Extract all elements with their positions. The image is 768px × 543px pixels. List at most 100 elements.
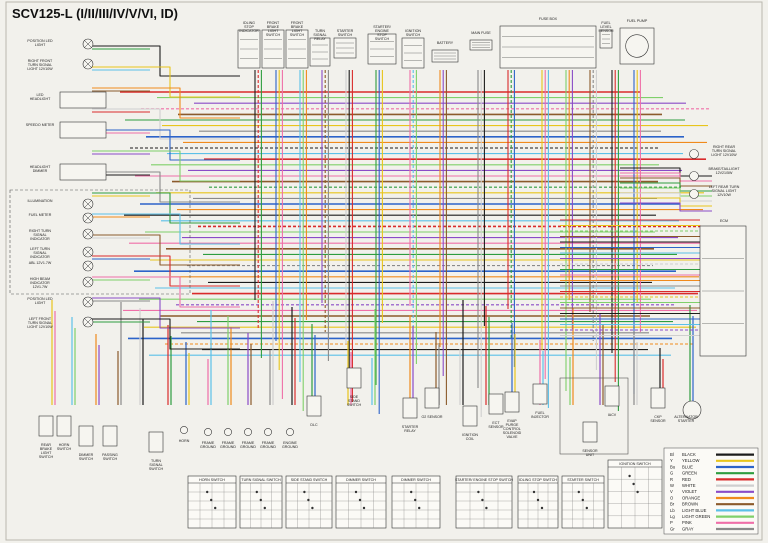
idling-stop-indicator-box (237, 29, 261, 69)
speedometer-symbol (59, 121, 107, 139)
rear-lamp-wire (620, 192, 712, 202)
fuel-pump-label: FUEL PUMP (627, 19, 648, 23)
switch-table (517, 475, 559, 529)
switch-table (561, 475, 605, 529)
legend-code: O (670, 495, 674, 500)
legend-code: Gr (670, 526, 675, 531)
starter-relay-symbol (402, 397, 418, 419)
led-headlight-symbol (59, 91, 107, 109)
legend-code: V (670, 489, 673, 494)
rear-brake-light-switch-box (285, 29, 309, 69)
switch-table-title: IDLING STOP SWITCH (519, 478, 557, 482)
frame-ground-2-symbol (224, 428, 232, 436)
sensor-unit-symbol (582, 421, 598, 443)
dlc-symbol (306, 395, 322, 417)
switch-table (187, 475, 237, 529)
harness-wire (92, 66, 240, 98)
harness-wire (92, 108, 240, 140)
harness-wire (92, 87, 240, 119)
legend-code: Y (670, 458, 673, 463)
harness-wire (92, 318, 240, 350)
o2-sensor-symbol (424, 387, 440, 409)
fuse-box-label: FUSE BOX (539, 17, 558, 21)
ckp-sensor-symbol (650, 387, 666, 409)
switch-table (239, 475, 283, 529)
main-fuse-label: MAIN FUSE (471, 31, 491, 35)
switch-table (285, 475, 333, 529)
rear-lamp-wire (620, 202, 712, 212)
alternator-symbol (682, 400, 702, 420)
legend-code: Bu (670, 464, 676, 469)
high-beam-indicator-symbol (82, 276, 94, 288)
legend-code: R (670, 477, 673, 482)
legend-name: GREEN (682, 471, 697, 476)
legend-code: Lb (670, 508, 675, 513)
horn-switch-symbol (56, 415, 72, 437)
engine-ground-symbol (286, 428, 294, 436)
speedometer-label: SPEEDO METER (26, 123, 55, 127)
harness-wire (92, 192, 240, 224)
legend-name: LIGHT GREEN (682, 514, 710, 519)
legend-name: VIOLET (682, 489, 697, 494)
iacv-symbol (604, 385, 620, 407)
legend-name: YELLOW (682, 458, 700, 463)
dimmer-switch-symbol (78, 425, 94, 447)
legend-name: BLACK (682, 452, 696, 457)
legend-code: P (670, 520, 673, 525)
switch-table (455, 475, 513, 529)
headlight-dimmer-symbol (59, 163, 107, 181)
turn-signal-relay-box (309, 37, 331, 67)
legend-code: W (670, 483, 674, 488)
legend-name: PINK (682, 520, 692, 525)
o2-sensor-label: O2 SENSOR (422, 415, 443, 419)
ecm-label: ECM (720, 219, 728, 223)
fuel-pump-box (619, 27, 655, 65)
legend-code: Bl (670, 452, 674, 457)
rear-lamp-wire (620, 172, 712, 182)
right-rear-turn-symbol (689, 149, 699, 159)
evap-purge-valve-symbol (504, 391, 520, 413)
switch-table-title: STARTER SWITCH (567, 478, 599, 482)
switch-table (391, 475, 441, 529)
ecm-box (699, 225, 747, 357)
turn-signal-switch-symbol (148, 431, 164, 453)
legend-code: Lg (670, 514, 675, 519)
harness-wire (92, 171, 240, 203)
side-stand-switch-symbol (346, 367, 362, 389)
legend-name: BLUE (682, 464, 693, 469)
horn-symbol (180, 426, 188, 434)
sensor-unit-frame (559, 377, 629, 455)
legend-name: LIGHT BLUE (682, 508, 707, 513)
battery-box (431, 49, 459, 63)
switch-table-title: HORN SWITCH (199, 478, 225, 482)
iacv-label: IACV (608, 413, 617, 417)
meter-assembly-frame (9, 189, 191, 295)
switch-table (607, 459, 663, 529)
abs-indicator-label: ABL 12V1.7W (29, 261, 52, 265)
legend-name: ORANGE (682, 495, 700, 500)
starter-switch-top-box (333, 37, 357, 59)
right-turn-indicator-symbol (82, 228, 94, 240)
horn-label: HORN (179, 439, 190, 443)
illumination-symbol (82, 198, 94, 210)
abs-indicator-symbol (82, 260, 94, 272)
harness-wire (92, 276, 240, 308)
